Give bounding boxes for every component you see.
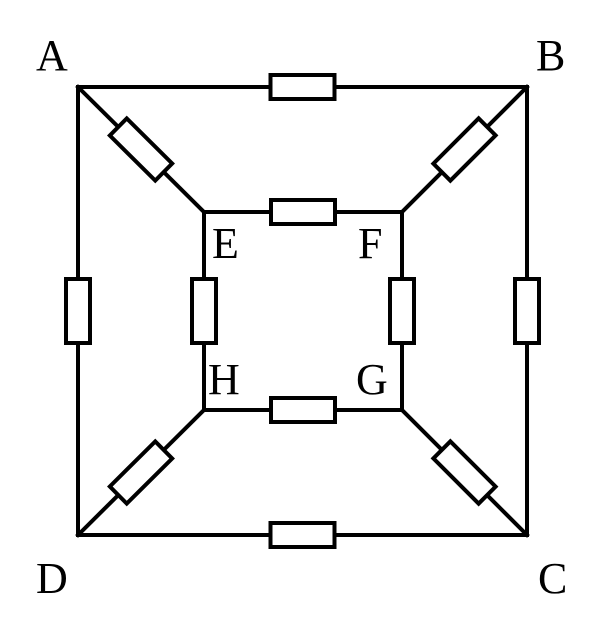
node-label-d: D	[36, 554, 68, 603]
resistor-a-d	[64, 277, 92, 345]
node-label-e: E	[212, 219, 239, 268]
resistor-d-h	[107, 438, 175, 507]
resistor-b-f	[430, 115, 499, 184]
resistor-b-c	[513, 277, 541, 345]
node-label-f: F	[358, 219, 382, 268]
node-label-b: B	[536, 31, 565, 80]
resistors-layer	[64, 73, 541, 549]
resistor-h-g	[269, 396, 337, 424]
node-label-h: H	[208, 355, 240, 404]
resistor-a-e	[107, 115, 175, 184]
node-labels-layer: A B C D E F G H	[36, 31, 567, 603]
resistor-e-f	[269, 198, 337, 226]
node-label-c: C	[538, 554, 567, 603]
resistor-a-b	[268, 73, 337, 101]
node-label-g: G	[356, 355, 388, 404]
resistor-d-c	[268, 521, 337, 549]
resistor-f-g	[388, 277, 416, 345]
resistor-c-g	[430, 438, 499, 507]
resistor-e-h	[190, 277, 218, 345]
node-label-a: A	[36, 31, 68, 80]
